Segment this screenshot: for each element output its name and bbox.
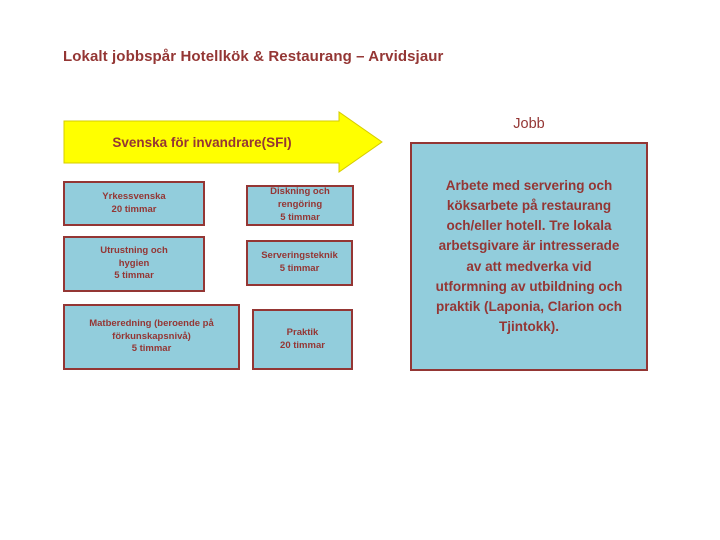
course-box-diskning-och-rengoring: Diskning och rengöring 5 timmar: [246, 185, 354, 226]
course-hours: 20 timmar: [280, 339, 325, 351]
slide-title: Lokalt jobbspår Hotellkök & Restaurang –…: [63, 48, 444, 65]
sfi-arrow: Svenska för invandrare(SFI): [63, 111, 383, 173]
jobb-description-box: Arbete med servering och köksarbete på r…: [410, 142, 648, 371]
course-box-matberedning: Matberedning (beroende på förkunskapsniv…: [63, 304, 240, 370]
course-hours: 5 timmar: [280, 211, 320, 223]
course-title: Yrkessvenska: [102, 190, 166, 202]
jobb-heading: Jobb: [513, 116, 545, 132]
course-box-utrustning-och-hygien: Utrustning och hygien 5 timmar: [63, 236, 205, 292]
course-title: Praktik: [286, 326, 319, 338]
course-hours: 5 timmar: [279, 263, 320, 274]
course-hours: 5 timmar: [114, 270, 154, 282]
jobb-description-text: Arbete med servering och köksarbete på r…: [435, 177, 623, 335]
course-box-praktik: Praktik 20 timmar: [252, 309, 353, 370]
course-hours: 5 timmar: [131, 343, 172, 355]
course-box-yrkessvenska: Yrkessvenska 20 timmar: [63, 181, 205, 226]
course-title: Matberedning (beroende på förkunskapsniv…: [89, 317, 214, 342]
course-title: Diskning och rengöring: [270, 186, 330, 211]
course-box-serveringsteknik: Serveringsteknik 5 timmar: [246, 240, 353, 286]
course-title: Serveringsteknik: [261, 250, 338, 262]
right-arrow-shape-icon: [63, 111, 383, 173]
course-hours: 20 timmar: [111, 203, 157, 215]
course-title: Utrustning och hygien: [100, 244, 168, 269]
arrow-label: Svenska för invandrare(SFI): [112, 134, 292, 150]
